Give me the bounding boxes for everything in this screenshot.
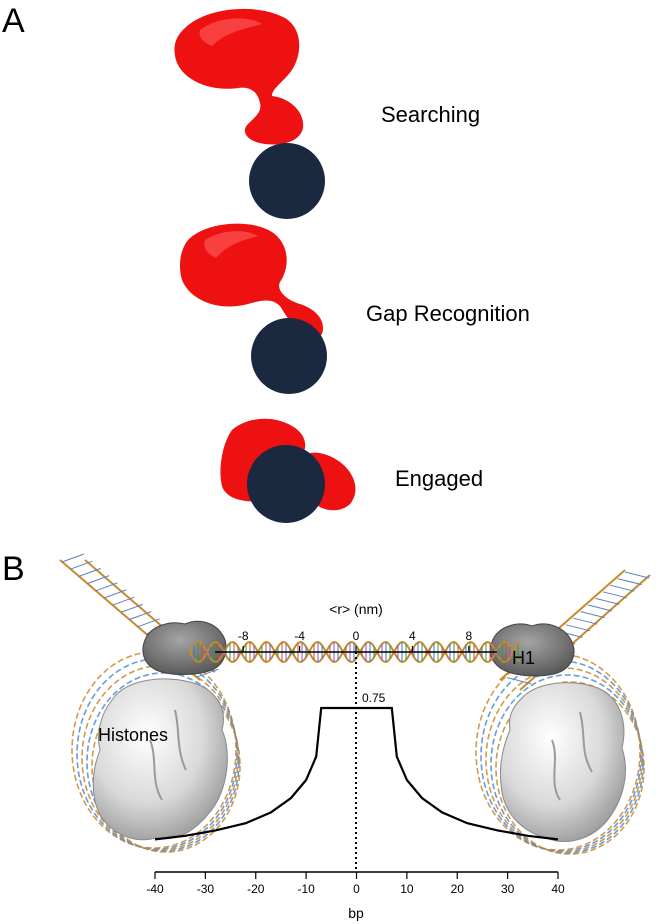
dna-ball-gap [251, 318, 327, 394]
protein-gap [180, 223, 324, 337]
dna-wrap-loop [91, 679, 241, 853]
top-axis-tick-label: -8 [238, 629, 249, 643]
bottom-axis-tick-label: -40 [146, 882, 164, 896]
linker-dna-strand-a [189, 640, 521, 664]
panel-letter-b: B [2, 550, 25, 588]
top-axis-tick-label: 4 [409, 629, 416, 643]
bottom-axis-tick-label: 30 [501, 882, 515, 896]
h1-label: H1 [512, 648, 535, 668]
histone-groove-left [149, 709, 187, 801]
state-gap-recognition: Gap Recognition [180, 223, 530, 394]
dna-wrap-loop [76, 658, 238, 850]
histone-groove-right [551, 711, 593, 801]
state-label-searching: Searching [381, 102, 480, 127]
dna-ball-searching [249, 143, 325, 219]
bottom-axis-tick-label: 10 [400, 882, 414, 896]
state-label-engaged: Engaged [395, 466, 483, 491]
nucleosome-left [71, 620, 241, 853]
dna-wrap-loop [490, 674, 644, 854]
state-engaged: Engaged [220, 418, 483, 523]
histones-label: Histones [98, 725, 168, 745]
bottom-axis-tick-label: 0 [353, 882, 360, 896]
dna-wrap-loop [495, 681, 645, 855]
histone-core-right [499, 682, 626, 842]
protein-gap-highlight [204, 231, 258, 258]
bottom-axis-tick-label: 40 [551, 882, 565, 896]
dna-wrap-loop [480, 660, 642, 852]
histone-core-left [92, 678, 228, 841]
state-searching: Searching [174, 8, 480, 219]
top-axis-tick-label: 0 [353, 629, 360, 643]
plateau-label: 0.75 [362, 691, 386, 705]
bottom-axis-tick-label: -20 [247, 882, 265, 896]
h1-right [489, 623, 575, 677]
bottom-axis-tick-label: 20 [451, 882, 465, 896]
dna-wrap-loop [86, 672, 240, 852]
bottom-axis-tick-label: -30 [197, 882, 215, 896]
linker-dna-strand-b [189, 640, 521, 664]
top-axis-tick-label: -4 [294, 629, 305, 643]
top-axis-title: <r> (nm) [329, 601, 383, 617]
top-axis-tick-label: 8 [465, 629, 472, 643]
nucleosome-right [475, 623, 645, 855]
bottom-axis: -40 -30 -20 -10 0 10 20 30 40 bp [146, 871, 565, 921]
profile-chart: 0.75 [154, 652, 559, 872]
protein-searching-highlight [199, 18, 262, 46]
bottom-axis-title: bp [348, 905, 364, 921]
dna-ball-engaged [247, 445, 325, 523]
bottom-axis-tick-label: -10 [297, 882, 315, 896]
panel-letter-a: A [2, 2, 25, 40]
state-label-gap-recognition: Gap Recognition [366, 301, 530, 326]
